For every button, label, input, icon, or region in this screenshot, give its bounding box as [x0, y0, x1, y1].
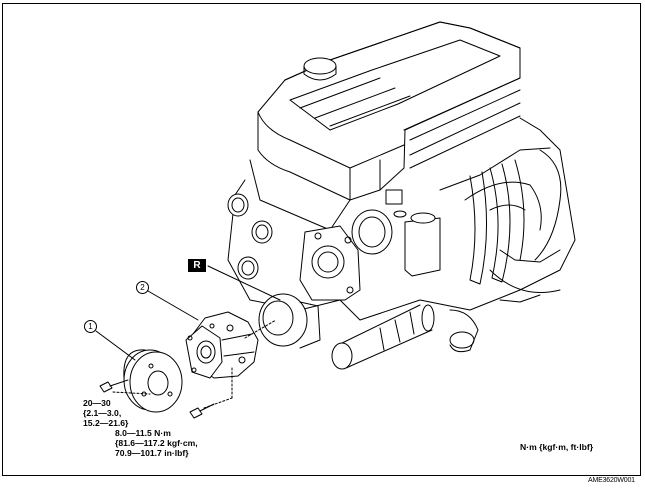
intake-manifold — [469, 159, 525, 285]
cylinder-head-cover — [257, 21, 521, 201]
torque-pump-line-1: 8.0—11.5 N·m — [115, 428, 171, 438]
figure-code: AME3620W001 — [588, 477, 635, 484]
water-pump — [185, 311, 259, 379]
coolant-box — [385, 189, 441, 277]
torque-pulley-line-2: {2.1—3.0, — [83, 408, 122, 418]
figure-frame — [2, 3, 641, 476]
bolt-pump — [189, 403, 215, 419]
callout-1: 1 — [84, 320, 97, 333]
timing-housing — [351, 209, 393, 255]
torque-pump-line-3: 70.9—101.7 in·lbf} — [115, 448, 189, 458]
torque-spec-pulley: 20—30 {2.1—3.0, 15.2—21.6} — [83, 398, 128, 428]
bolt-pulley — [99, 379, 129, 393]
replace-mark: R — [188, 259, 206, 272]
water-pump-pulley — [123, 349, 183, 413]
callout-leaders — [95, 265, 281, 361]
torque-pulley-line-1: 20—30 — [83, 398, 111, 408]
camshaft-plugs — [227, 193, 273, 280]
oil-filler-cap — [303, 57, 337, 81]
torque-pulley-line-3: 15.2—21.6} — [83, 418, 129, 428]
coolant-pipe — [331, 304, 479, 370]
units-note: N·m {kgf·m, ft·lbf} — [520, 442, 594, 452]
gasket-ring — [258, 293, 321, 349]
leader-lines — [112, 319, 277, 409]
water-outlet-flange — [299, 225, 361, 301]
torque-pump-line-2: {81.6—117.2 kgf·cm, — [115, 438, 198, 448]
callout-2: 2 — [136, 281, 149, 294]
torque-spec-pump: 8.0—11.5 N·m {81.6—117.2 kgf·cm, 70.9—10… — [115, 428, 198, 458]
